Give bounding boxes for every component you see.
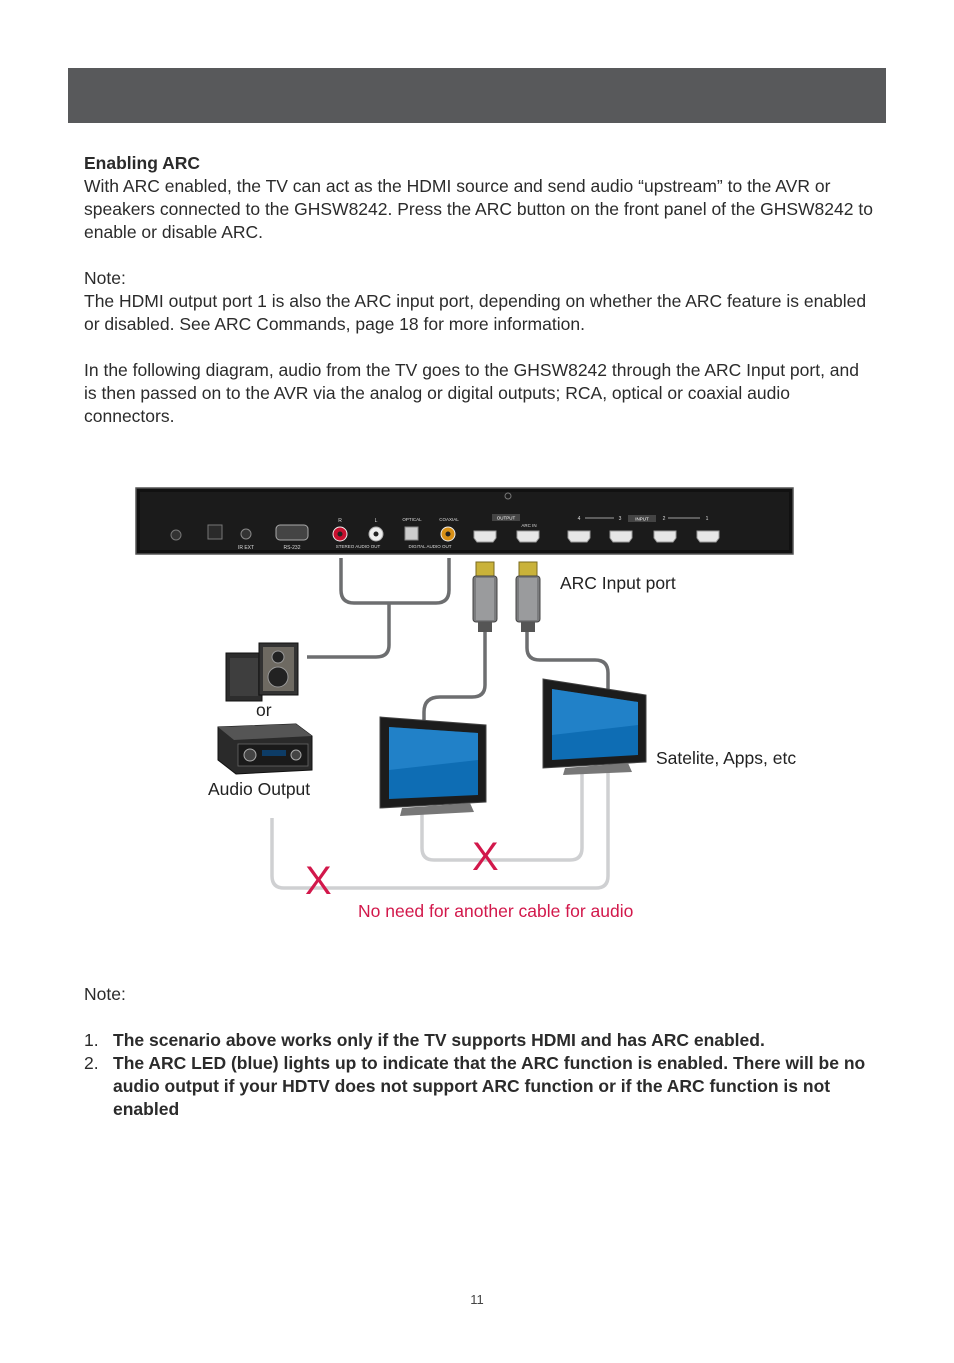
input-label: INPUT	[635, 517, 649, 522]
cable-lines	[307, 558, 610, 722]
x-mark-tv-cable: X	[472, 835, 499, 879]
x-mark-audio-cable: X	[305, 859, 332, 903]
note-text: The HDMI output port 1 is also the ARC i…	[84, 291, 867, 334]
ir-ext-label: IR EXT	[238, 545, 254, 551]
input-3-label: 3	[619, 516, 622, 522]
note-item-2-number: 2.	[84, 1053, 99, 1073]
output-label-box	[492, 514, 520, 521]
note-item-2-text: The ARC LED (blue) lights up to indicate…	[113, 1053, 866, 1119]
led-indicator	[504, 492, 512, 500]
ir-ext-port	[240, 528, 252, 540]
intro-paragraph: With ARC enabled, the TV can act as the …	[84, 176, 873, 242]
source-label: Satelite, Apps, etc	[656, 748, 796, 768]
ghsw8242-rear-panel: IR EXT RS-232 R L STEREO AUDIO OUT OPTIC…	[135, 487, 794, 555]
crossed-out-cables	[270, 772, 610, 890]
unneeded-cable-audio	[270, 772, 610, 890]
arc-input-label: ARC Input port	[560, 573, 676, 593]
input-2-label: 2	[663, 516, 666, 522]
hdtv-icon	[379, 716, 487, 816]
audio-output-label: Audio Output	[208, 779, 310, 799]
intro-section: Enabling ARC With ARC enabled, the TV ca…	[84, 152, 874, 428]
hdmi-plug-output	[472, 561, 498, 632]
notes-section: Note: 1. The scenario above works only i…	[84, 983, 874, 1121]
or-label: or	[256, 700, 272, 720]
header-bar	[68, 68, 886, 123]
note-item-1-text: The scenario above works only if the TV …	[113, 1030, 765, 1050]
power-switch	[207, 524, 223, 540]
hdmi-input-4-port	[567, 530, 591, 543]
input-1-label: 1	[706, 516, 709, 522]
power-jack	[170, 529, 182, 541]
notes-list: 1. The scenario above works only if the …	[84, 1029, 874, 1121]
hdmi-output-port	[473, 530, 497, 543]
coaxial-label: COAXIAL	[439, 517, 459, 522]
hdmi-plug-arc-in	[515, 561, 541, 632]
optical-label: OPTICAL	[402, 517, 422, 522]
input-4-label: 4	[578, 516, 581, 522]
hdmi-cable-to-tv	[422, 630, 487, 722]
section-heading: Enabling ARC	[84, 153, 201, 173]
rs232-label: RS-232	[284, 545, 301, 551]
note-item-1-number: 1.	[84, 1030, 99, 1050]
l-label: L	[375, 518, 378, 524]
speakers-icon	[225, 642, 299, 702]
hdmi-input-1-port	[696, 530, 720, 543]
output-label: OUTPUT	[497, 516, 516, 521]
no-cable-needed-label: No need for another cable for audio	[358, 901, 633, 921]
note-label: Note:	[84, 268, 126, 288]
optical-port	[404, 526, 419, 541]
note-item-2: 2. The ARC LED (blue) lights up to indic…	[84, 1052, 874, 1121]
unneeded-cable-tv-source	[420, 772, 584, 862]
source-tv-icon	[542, 678, 647, 775]
digital-audio-out-label: DIGITAL AUDIO OUT	[408, 544, 451, 549]
r-label: R	[338, 518, 342, 524]
av-receiver-icon	[217, 723, 313, 775]
arc-cable-to-source	[525, 630, 610, 690]
diagram-description: In the following diagram, audio from the…	[84, 360, 859, 426]
hdmi-input-2-port	[653, 530, 677, 543]
audio-cable-loop	[339, 558, 451, 605]
page-number: 11	[470, 1292, 484, 1307]
input-label-box	[628, 515, 656, 522]
hdmi-input-3-port	[609, 530, 633, 543]
stereo-audio-out-label: STEREO AUDIO OUT	[336, 544, 381, 549]
audio-cable-to-avr	[307, 603, 391, 659]
arc-in-label: ARC IN	[521, 523, 536, 528]
hdmi-arc-in-port	[516, 530, 540, 543]
arc-connection-diagram: IR EXT RS-232 R L STEREO AUDIO OUT OPTIC…	[135, 487, 796, 921]
note-item-1: 1. The scenario above works only if the …	[84, 1029, 874, 1052]
notes-label: Note:	[84, 984, 126, 1004]
rs232-port	[275, 524, 309, 541]
